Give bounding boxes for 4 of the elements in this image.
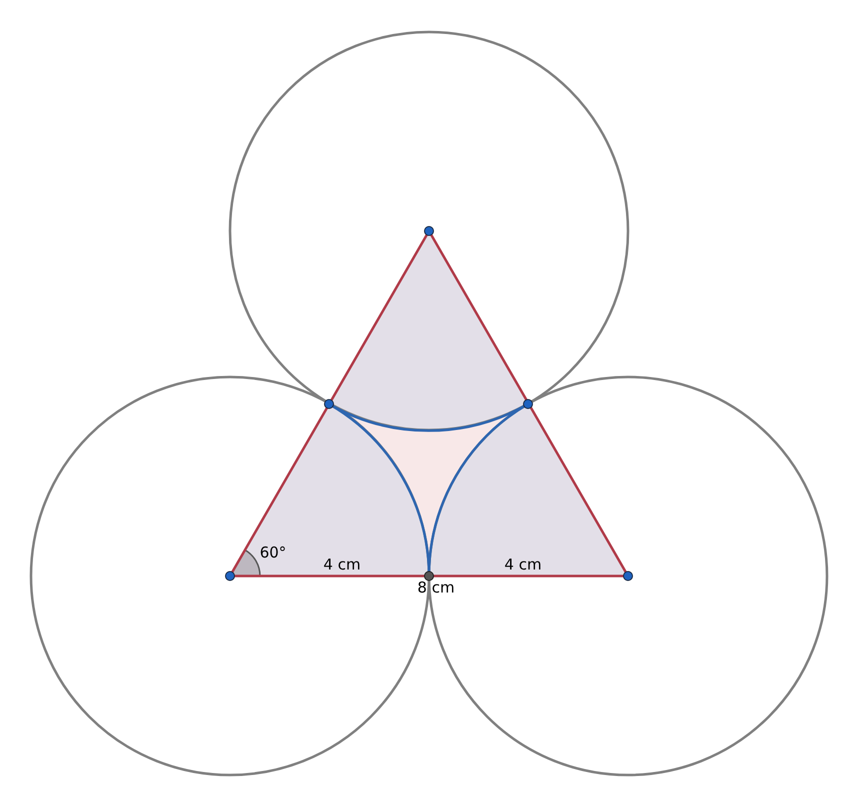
angle-label: 60° <box>260 546 286 560</box>
dimension-label: 8 cm <box>417 580 455 596</box>
dimension-label: 4 cm <box>323 558 361 572</box>
dimension-label: 4 cm <box>504 558 542 572</box>
